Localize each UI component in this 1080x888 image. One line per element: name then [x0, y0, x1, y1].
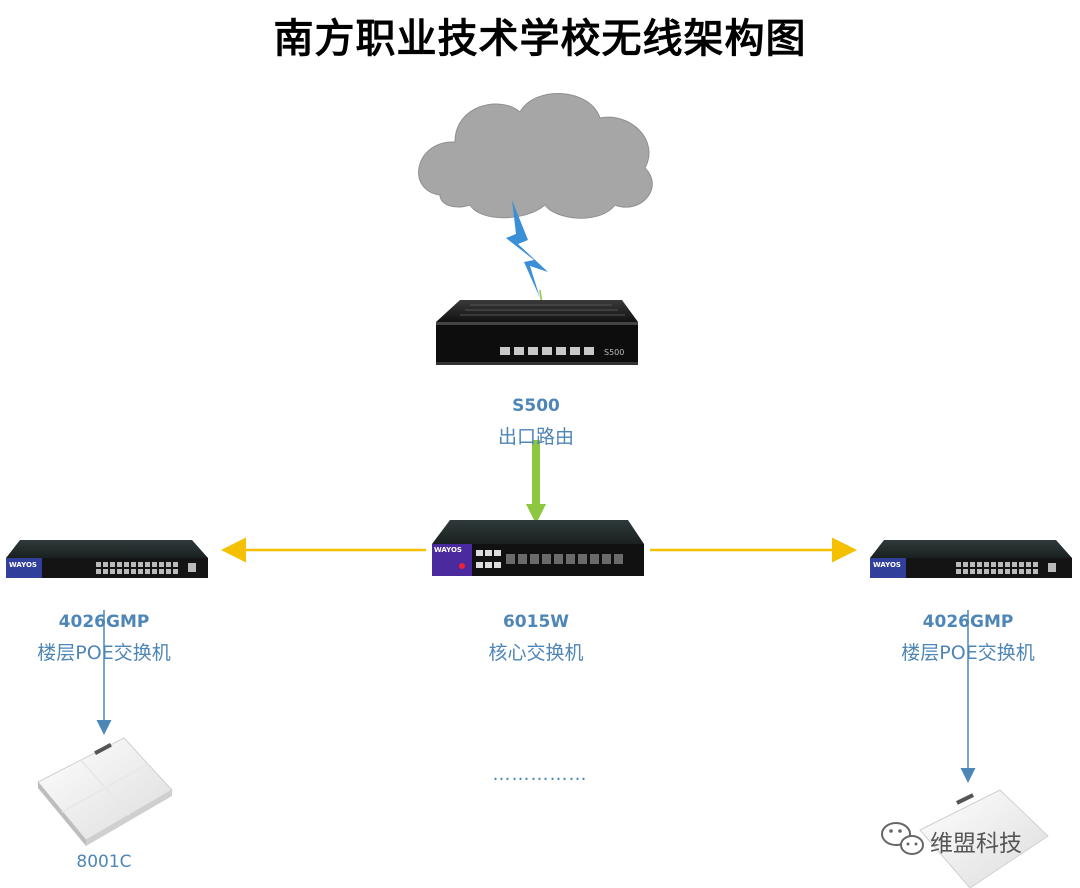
- core-switch-role-label: 核心交换机: [488, 642, 584, 664]
- router-model-label: S500: [512, 396, 560, 416]
- left-switch-brand: WAYOS: [9, 561, 37, 569]
- internet-cloud-icon: [418, 92, 653, 219]
- core-switch-icon: [432, 520, 644, 576]
- router-panel-text: S500: [604, 348, 625, 357]
- right-access-point-icon: [919, 789, 1049, 888]
- right-switch-brand: WAYOS: [873, 561, 901, 569]
- left-ap-model-label: 8001C: [76, 852, 132, 872]
- right-switch-role-label: 楼层POE交换机: [901, 642, 1035, 664]
- uplink-arrow: [526, 440, 546, 524]
- router-role-label: 出口路由: [497, 426, 574, 448]
- core-switch-model-label: 6015W: [502, 612, 570, 632]
- diagram-title: 南方职业技术学校无线架构图: [273, 16, 807, 62]
- left-access-point-icon: [37, 737, 173, 846]
- core-switch-brand: WAYOS: [434, 546, 462, 554]
- watermark-text: 维盟科技: [930, 831, 1022, 857]
- wechat-logo-icon: [881, 822, 924, 855]
- more-aps-ellipsis: ……………: [492, 764, 588, 785]
- router-device-icon: [436, 300, 638, 365]
- left-switch-role-label: 楼层POE交换机: [37, 642, 171, 664]
- right-switch-model-label: 4026GMP: [922, 612, 1014, 632]
- right-poe-switch-icon: [870, 540, 1072, 578]
- left-switch-model-label: 4026GMP: [58, 612, 150, 632]
- left-poe-switch-icon: [6, 540, 208, 578]
